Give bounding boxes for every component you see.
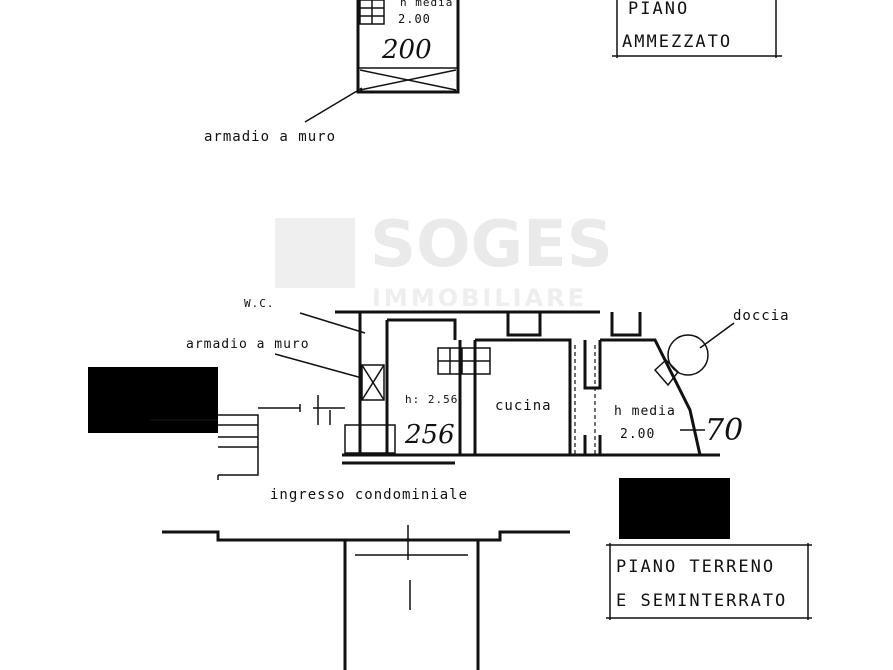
watermark-subtitle: IMMOBILIARE bbox=[372, 284, 587, 312]
basement-plan bbox=[162, 478, 730, 670]
mezzanine-title-line1: PIANO bbox=[628, 0, 689, 19]
mezzanine-title-box: PIANO AMMEZZATO bbox=[612, 0, 782, 58]
redacted-block bbox=[88, 367, 218, 433]
kitchen-label: cucina bbox=[495, 398, 552, 414]
ground-title-box: PIANO TERRENO E SEMINTERRATO bbox=[606, 543, 812, 620]
redacted-block-2 bbox=[619, 478, 730, 539]
handwritten-room-height: 256 bbox=[404, 420, 455, 450]
ground-closet-label: armadio a muro bbox=[186, 337, 310, 352]
mezzanine-title-line2: AMMEZZATO bbox=[622, 32, 732, 52]
mezzanine-plan: h media 2.00 200 armadio a muro bbox=[204, 0, 460, 145]
ground-floor-plan: W.C. armadio a muro doccia h: 2.56 256 c… bbox=[88, 297, 790, 503]
avg-height-value: 2.00 bbox=[620, 427, 655, 442]
shower-label: doccia bbox=[733, 308, 790, 324]
ground-title-line2: E SEMINTERRATO bbox=[616, 591, 787, 611]
mezzanine-closet-label: armadio a muro bbox=[204, 129, 336, 145]
watermark-brand: SOGES bbox=[370, 208, 613, 282]
entrance-label: ingresso condominiale bbox=[270, 487, 468, 503]
ground-title-line1: PIANO TERRENO bbox=[616, 557, 775, 577]
mezzanine-height-value: 2.00 bbox=[398, 12, 431, 26]
room-height-label: h: 2.56 bbox=[405, 393, 458, 406]
mezzanine-handwritten-height: 200 bbox=[381, 35, 432, 65]
avg-height-label: h media bbox=[614, 404, 676, 419]
mezzanine-height-label: h media bbox=[400, 0, 453, 9]
wc-label: W.C. bbox=[244, 297, 275, 310]
watermark: SOGES IMMOBILIARE bbox=[275, 208, 613, 312]
handwritten-avg-height: 70 bbox=[705, 413, 743, 448]
